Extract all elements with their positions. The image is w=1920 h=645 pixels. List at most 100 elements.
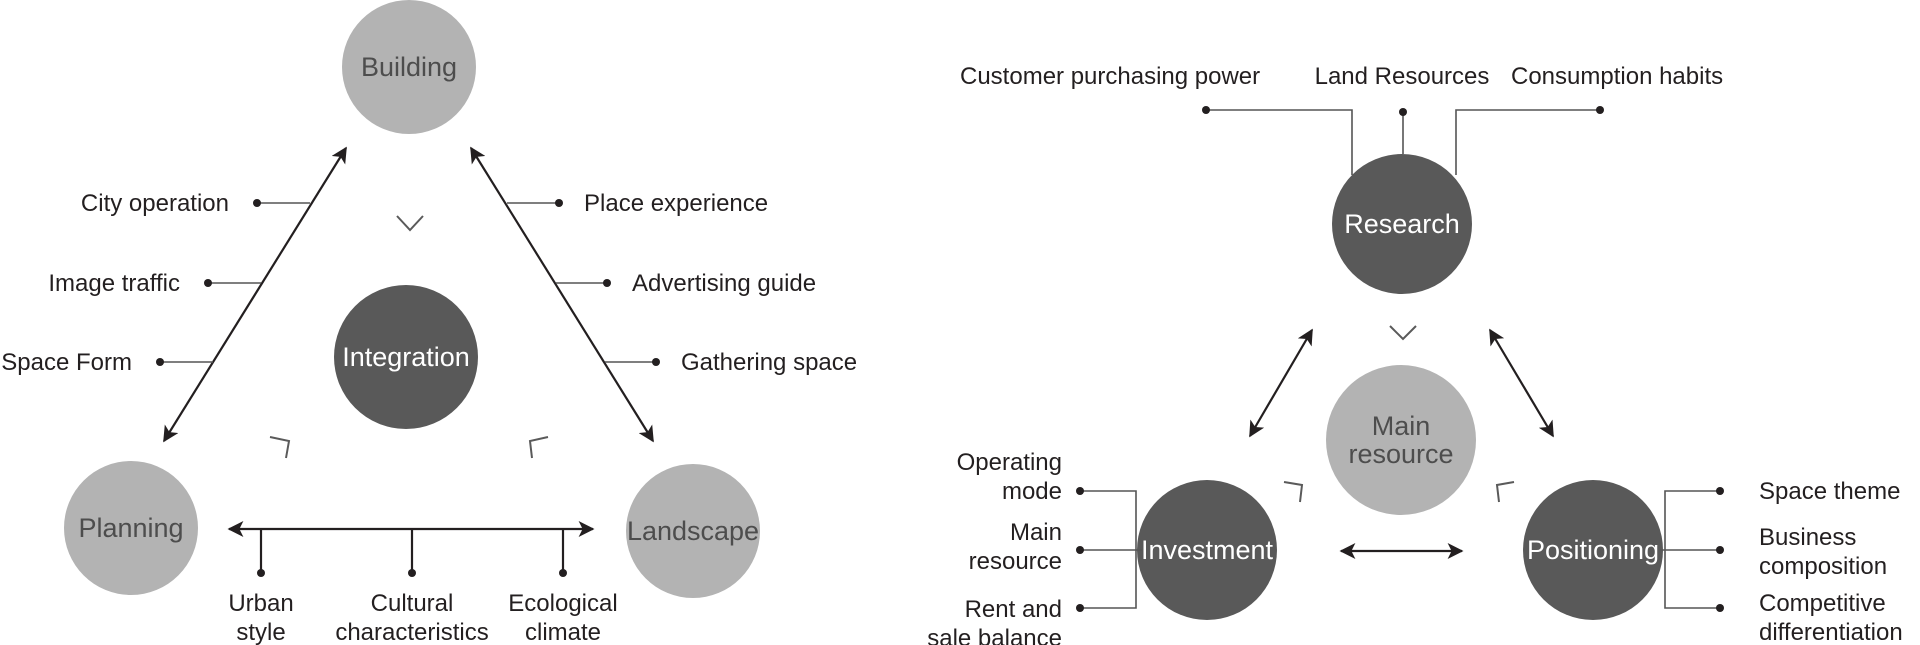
- bullet-dot: [555, 199, 563, 207]
- node-integration-label-line: Integration: [342, 342, 470, 372]
- node-positioning-circle: [1523, 480, 1663, 620]
- bullet-dot: [1076, 604, 1084, 612]
- arrow-research-investment: [1249, 328, 1313, 438]
- node-planning-label-line: Planning: [78, 513, 183, 543]
- label-right-edge: Place experience: [584, 190, 768, 217]
- label-top: Consumption habits: [1511, 63, 1723, 90]
- node-main-resource-label-line: Main: [1372, 411, 1431, 441]
- label-right-edge: Gathering space: [681, 349, 857, 376]
- node-planning-circle: [64, 461, 198, 595]
- node-building-circle: [342, 0, 476, 134]
- arrow-building-landscape: [470, 146, 654, 443]
- node-main-resource-circle: [1326, 365, 1476, 515]
- node-landscape-label: Landscape: [627, 516, 759, 546]
- bullet-dot: [1716, 546, 1724, 554]
- node-integration-circle: [334, 285, 478, 429]
- bullet-dot: [257, 569, 265, 577]
- label-top-line: Land Resources: [1315, 63, 1490, 90]
- node-positioning-label-line: Positioning: [1527, 535, 1659, 565]
- connector-line: [1455, 109, 1600, 175]
- bullet-dot: [1076, 546, 1084, 554]
- node-positioning: Positioning: [1523, 480, 1663, 620]
- node-research-label-line: Research: [1344, 209, 1460, 239]
- node-landscape: Landscape: [626, 464, 760, 598]
- node-integration: Integration: [334, 285, 478, 429]
- node-investment: Investment: [1137, 480, 1277, 620]
- label-investment-item-line: Main: [1010, 519, 1062, 546]
- chevron-icon: [1495, 481, 1515, 503]
- node-investment-circle: [1137, 480, 1277, 620]
- label-top: Customer purchasing power: [960, 63, 1260, 90]
- bullet-dot: [253, 199, 261, 207]
- node-investment-label-line: Investment: [1141, 535, 1274, 565]
- bullet-dot: [204, 279, 212, 287]
- node-investment-label: Investment: [1141, 535, 1274, 565]
- label-positioning-item-line: differentiation: [1759, 619, 1903, 645]
- node-research: Research: [1332, 154, 1472, 294]
- label-bottom-edge-line: style: [236, 619, 285, 645]
- label-positioning-item-line: Space theme: [1759, 478, 1900, 505]
- label-bottom-edge-line: Cultural: [371, 590, 454, 617]
- label-top-line: Customer purchasing power: [960, 63, 1260, 90]
- label-investment-item-line: mode: [1002, 478, 1062, 505]
- label-right-edge: Advertising guide: [632, 270, 816, 297]
- label-positioning-item-line: composition: [1759, 553, 1887, 580]
- label-right-edge-line: Gathering space: [681, 349, 857, 376]
- label-left-edge: Space Form: [1, 349, 132, 376]
- bullet-dot: [1399, 108, 1407, 116]
- node-integration-label: Integration: [342, 342, 470, 372]
- node-planning: Planning: [64, 461, 198, 595]
- label-top-line: Consumption habits: [1511, 63, 1723, 90]
- arrow-building-planning: [163, 146, 347, 443]
- bullet-dot: [408, 569, 416, 577]
- label-left-edge: City operation: [81, 190, 229, 217]
- label-bottom-edge-line: Urban: [228, 590, 293, 617]
- node-landscape-circle: [626, 464, 760, 598]
- bullet-dot: [1716, 604, 1724, 612]
- label-investment-item-line: Rent and: [965, 596, 1062, 623]
- node-building-label-line: Building: [361, 52, 457, 82]
- chevron-down-icon: [1389, 325, 1417, 341]
- chevron-down-icon: [396, 215, 424, 232]
- bullet-dot: [1716, 487, 1724, 495]
- label-investment-item-line: sale balance: [927, 625, 1062, 645]
- label-positioning-item-line: Competitive: [1759, 590, 1886, 617]
- bullet-dot: [1202, 106, 1210, 114]
- arrow-research-positioning: [1489, 328, 1554, 438]
- label-bottom-edge-line: climate: [525, 619, 601, 645]
- node-building: Building: [342, 0, 476, 134]
- bullet-dot: [559, 569, 567, 577]
- label-positioning-item: Space theme: [1759, 478, 1900, 505]
- chevron-icon: [528, 436, 549, 459]
- node-planning-label: Planning: [78, 513, 183, 543]
- bullet-dot: [603, 279, 611, 287]
- bullet-dot: [652, 358, 660, 366]
- chevron-icon: [269, 436, 291, 459]
- label-left-edge-line: Space Form: [1, 349, 132, 376]
- node-research-label: Research: [1344, 209, 1460, 239]
- bullet-dot: [1076, 487, 1084, 495]
- label-investment-item-line: resource: [969, 548, 1062, 575]
- node-landscape-label-line: Landscape: [627, 516, 759, 546]
- bullet-dot: [156, 358, 164, 366]
- label-bottom-edge-line: Ecological: [508, 590, 617, 617]
- node-research-circle: [1332, 154, 1472, 294]
- label-right-edge-line: Advertising guide: [632, 270, 816, 297]
- label-top: Land Resources: [1315, 63, 1490, 90]
- label-positioning-item-line: Business: [1759, 524, 1856, 551]
- bullet-dot: [1596, 106, 1604, 114]
- label-investment-item-line: Operating: [957, 449, 1062, 476]
- chevron-icon: [1283, 481, 1304, 503]
